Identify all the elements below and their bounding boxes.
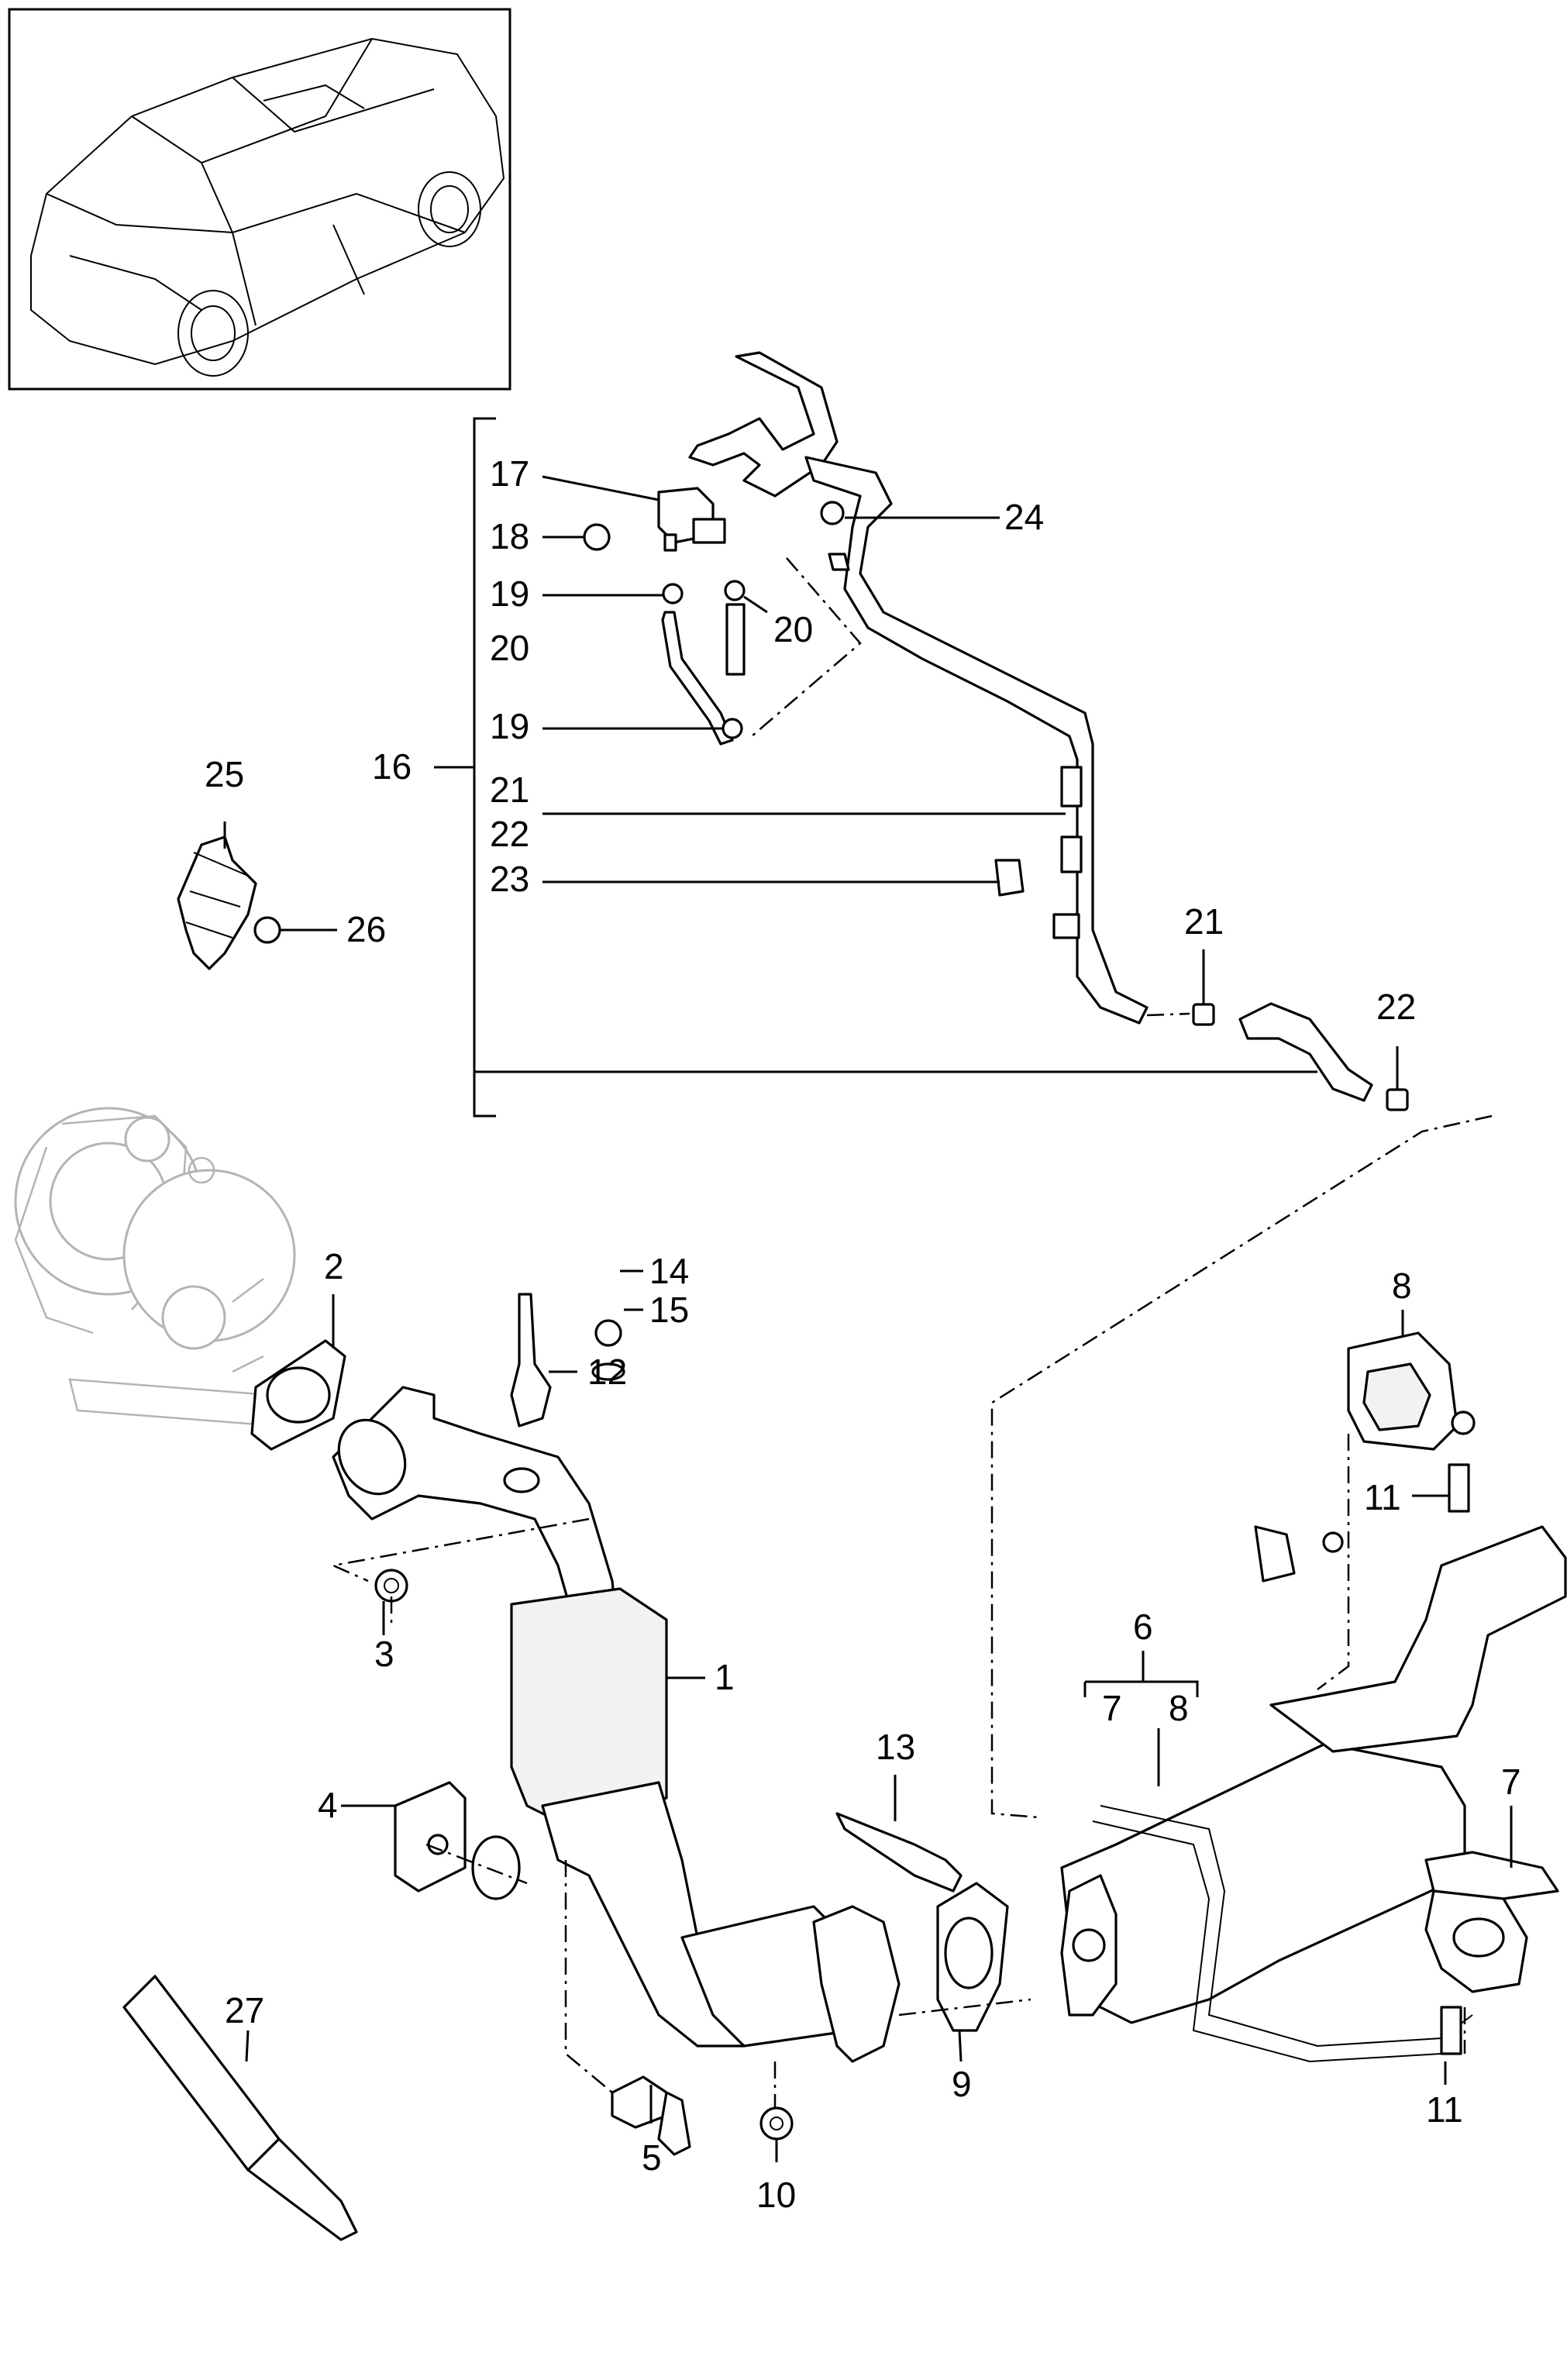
- heat-shield: [394, 1781, 467, 1893]
- clamp-bracket: [177, 835, 281, 970]
- callout-24: 24: [1004, 497, 1044, 537]
- pressure-sensor: [583, 487, 862, 746]
- callout-26: 26: [346, 909, 386, 949]
- callout-14: 14: [649, 1251, 689, 1291]
- callout-3: 3: [374, 1634, 394, 1674]
- callout-20: 20: [490, 628, 529, 668]
- gasket-2: [250, 1339, 346, 1451]
- callout-11: 11: [1426, 2089, 1463, 2130]
- callout-12: 12: [587, 1352, 627, 1392]
- gasket-9: [936, 1882, 1009, 2032]
- callout-6: 6: [1133, 1607, 1153, 1647]
- callout-19: 19: [490, 706, 529, 746]
- rear-muffler: [1060, 1525, 1567, 2063]
- fasteners: [374, 1319, 794, 2156]
- callout-18: 18: [490, 516, 529, 556]
- callout-20: 20: [773, 609, 813, 649]
- turbocharger-ghost: [14, 1107, 296, 1428]
- vehicle-thumbnail: [8, 8, 511, 391]
- callout-21: 21: [490, 770, 529, 810]
- callout-7: 7: [1102, 1688, 1122, 1728]
- callout-19: 19: [490, 573, 529, 614]
- callout-16: 16: [372, 746, 412, 787]
- callout-13: 13: [876, 1727, 915, 1767]
- group-16-bracket: [434, 417, 1317, 1118]
- oxygen-sensors: [510, 1293, 963, 1893]
- callout-8: 8: [1392, 1266, 1412, 1306]
- callout-23: 23: [490, 859, 529, 899]
- catalytic-converter: [332, 1386, 901, 2063]
- leader-lines: [223, 475, 1513, 2162]
- pressure-pipe-assembly: [688, 351, 1409, 1111]
- callout-10: 10: [756, 2175, 796, 2215]
- callout-5: 5: [642, 2137, 662, 2178]
- rubber-mounts: [1347, 1331, 1559, 2055]
- alignment-lines: [329, 1114, 1493, 2108]
- callout-labels: 17 18 19 20 20 19 16 21 22 23 24 25 26 2…: [205, 453, 1521, 2215]
- callout-17: 17: [490, 453, 529, 494]
- callout-22: 22: [490, 814, 529, 854]
- callout-1: 1: [715, 1657, 735, 1697]
- callout-4: 4: [318, 1785, 338, 1825]
- callout-21: 21: [1184, 901, 1224, 942]
- callout-25: 25: [205, 754, 244, 794]
- callout-22: 22: [1376, 987, 1416, 1027]
- callout-11: 11: [1364, 1477, 1401, 1517]
- callout-15: 15: [649, 1290, 689, 1330]
- callout-7: 7: [1501, 1762, 1521, 1802]
- callout-2: 2: [324, 1246, 344, 1286]
- sealant-tube: [122, 1975, 358, 2241]
- callout-9: 9: [952, 2064, 972, 2104]
- callout-8: 8: [1169, 1688, 1189, 1728]
- callout-27: 27: [225, 1990, 264, 2030]
